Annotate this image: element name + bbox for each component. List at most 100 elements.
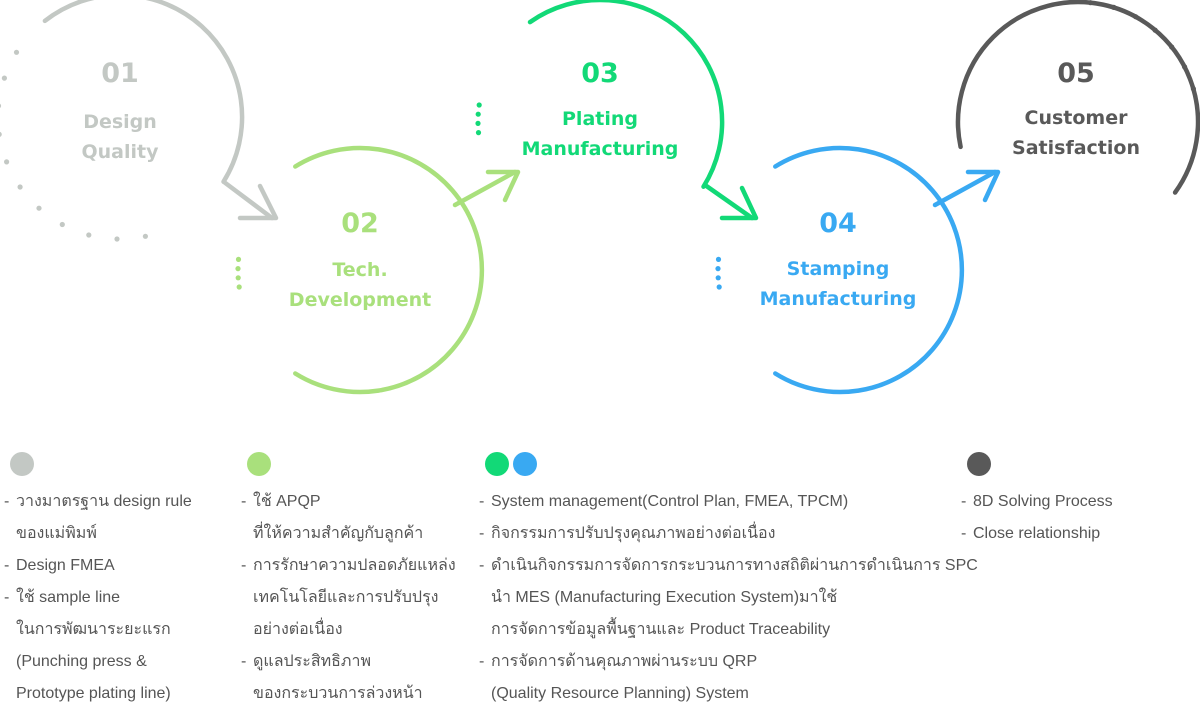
dotted-trail-dot [36, 205, 42, 211]
step-label-line: Tech. [332, 259, 387, 281]
list-item-text: ที่ให้ความสำคัญกับลูกค้า [253, 525, 424, 542]
bullet-dash: - [4, 589, 10, 606]
step-number: 02 [341, 208, 379, 239]
list-item-text: ในการพัฒนาระยะแรก [16, 621, 171, 638]
list-item-text: การจัดการข้อมูลพื้นฐานและ Product Tracea… [491, 621, 831, 638]
bullet-dash: - [4, 557, 10, 574]
dotted-trail-dot [1, 75, 7, 81]
list-item-text: การรักษาความปลอดภัยแหล่ง [253, 557, 456, 574]
color-dot-icon [247, 452, 271, 476]
bullet-dash: - [241, 493, 247, 510]
connector-line [932, 169, 998, 208]
dotted-trail-dot [0, 103, 2, 109]
step-number: 03 [581, 58, 619, 89]
color-dot-icon [967, 452, 991, 476]
connector-line [452, 169, 518, 208]
list-item-text: กิจกรรมการปรับปรุงคุณภาพอย่างต่อเนื่อง [491, 525, 776, 542]
bullet-dash: - [479, 525, 485, 542]
step-label-line: Development [289, 289, 431, 311]
list-item-text: อย่างต่อเนื่อง [253, 621, 343, 638]
dotted-trail-dot [142, 233, 148, 239]
step-label-line: Manufacturing [522, 138, 679, 160]
list-item-text: วางมาตรฐาน design rule [16, 493, 192, 510]
step-label-line: Customer [1025, 107, 1129, 129]
dotted-trail-dot [1133, 14, 1139, 20]
dotted-trail-dot [715, 275, 721, 281]
list-item-text: Close relationship [973, 525, 1101, 542]
list-item: -การรักษาความปลอดภัยแหล่งเทคโนโลยีและการ… [237, 550, 477, 646]
step-arc [527, 0, 725, 189]
color-dots [485, 452, 955, 476]
dotted-trail-dot [715, 266, 721, 272]
list-item-text: (Punching press & [16, 653, 147, 670]
step-number: 01 [101, 58, 139, 89]
dotted-trail-dot [476, 102, 482, 108]
dotted-trail-dot [13, 49, 20, 55]
dotted-trail-dot [475, 130, 482, 136]
step-arc [955, 0, 1200, 195]
dotted-trail-dot [235, 275, 241, 281]
list-item: -ดูแลประสิทธิภาพของกระบวนการล่วงหน้า [237, 646, 477, 710]
dotted-trail-dot [236, 284, 242, 290]
step-label-line: Quality [82, 141, 160, 163]
dotted-trail-dot [59, 221, 65, 228]
list-item: -8D Solving Process [957, 486, 1187, 518]
list-item-text: การจัดการด้านคุณภาพผ่านระบบ QRP [491, 653, 758, 670]
dotted-trail-dot [1169, 44, 1175, 50]
dotted-trail-dot [475, 120, 481, 126]
list-item-text: Prototype plating line) [16, 685, 171, 702]
list-item: -ใช้ sample line ในการพัฒนาระยะแรก (Punchi… [0, 582, 230, 710]
step-number: 04 [819, 208, 857, 239]
list-item: -Close relationship [957, 518, 1187, 550]
bullet-dash: - [961, 525, 967, 542]
step-arc [42, 0, 245, 184]
list-item-text: ดูแลประสิทธิภาพ [253, 653, 372, 670]
dotted-trail-dot [716, 284, 722, 290]
bullet-dash: - [241, 653, 247, 670]
step-arc [773, 145, 965, 395]
arrow-head-icon [485, 169, 521, 203]
step-label-line: Plating [562, 108, 638, 130]
list-item-text: Design FMEA [16, 557, 115, 574]
step-arc [293, 145, 485, 395]
list-item: -กิจกรรมการปรับปรุงคุณภาพอย่างต่อเนื่อง [475, 518, 955, 550]
dotted-trail-dot [235, 266, 241, 272]
color-dot-icon [10, 452, 34, 476]
list-item-text: ดำเนินกิจกรรมการจัดการกระบวนการทางสถิติผ… [491, 557, 978, 574]
bullet-dash: - [241, 557, 247, 574]
dotted-trail-dot [1111, 4, 1117, 10]
color-dot-icon [485, 452, 509, 476]
bullet-dash: - [961, 493, 967, 510]
arrow-head-icon [719, 185, 759, 221]
list-item-text: ใช้ sample line [16, 589, 121, 606]
step-label-line: Stamping [787, 258, 890, 280]
step-label-line: Manufacturing [760, 288, 917, 310]
list-item-text: ของแม่พิมพ์ [16, 525, 97, 542]
bullet-list: -System management(Control Plan, FMEA, T… [475, 486, 978, 710]
dotted-trail-dot [17, 184, 23, 190]
bullet-dash: - [479, 493, 485, 510]
step-number: 05 [1057, 58, 1095, 89]
dotted-trail-dot [0, 131, 2, 137]
dotted-trail-dot [1152, 27, 1158, 33]
dotted-trail-dot [4, 159, 10, 165]
connector-line [221, 179, 275, 221]
dotted-trail-dot [235, 256, 242, 262]
dotted-trail-dot [114, 236, 120, 242]
connector-line [702, 182, 755, 221]
bullet-dash: - [479, 653, 485, 670]
list-item-text: เทคโนโลยีและการปรับปรุง [253, 589, 439, 606]
list-item-text: 8D Solving Process [973, 493, 1113, 510]
process-diagram: 01DesignQuality02Tech.Development03Plati… [0, 0, 1200, 395]
list-item-text: ของกระบวนการล่วงหน้า [253, 685, 423, 702]
bullet-list: -8D Solving Process-Close relationship [957, 486, 1187, 550]
list-item: -การจัดการด้านคุณภาพผ่านระบบ QRP(Quality… [475, 646, 955, 710]
